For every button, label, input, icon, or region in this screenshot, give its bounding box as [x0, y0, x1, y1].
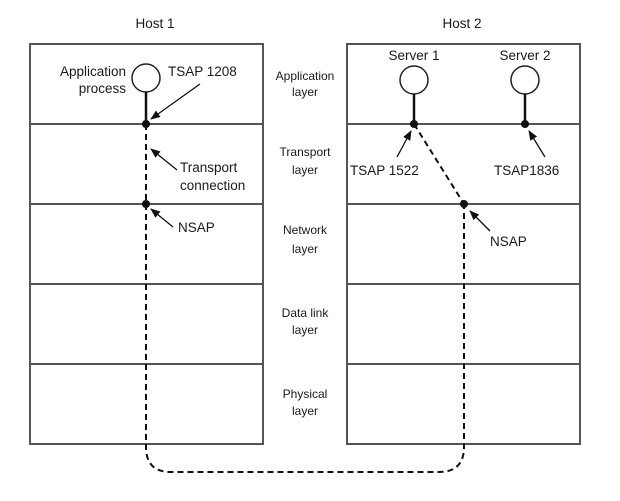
host2-tsap1-label: TSAP 1522	[350, 163, 419, 178]
host2-transport-dashed	[413, 123, 465, 205]
host1-tsap-label: TSAP 1208	[168, 64, 237, 79]
layer-label-transport-1: Transport	[280, 145, 332, 159]
layer-label-physical-1: Physical	[283, 387, 328, 401]
layer-label-network-1: Network	[283, 223, 328, 237]
host2-nsap-arrow	[469, 210, 491, 232]
host1-process-label-1: Application	[60, 64, 126, 79]
host2-tsap2-label: TSAP1836	[494, 163, 559, 178]
layer-label-network-2: layer	[292, 242, 318, 256]
server1-circle	[399, 65, 429, 95]
host1-tsap-arrow	[150, 83, 201, 120]
layer-label-application-2: layer	[292, 85, 318, 99]
server2-circle	[510, 65, 540, 95]
host1-process-label-2: process	[79, 81, 127, 96]
host2-title: Host 2	[442, 16, 481, 31]
layer-label-transport-2: layer	[292, 163, 318, 177]
server2-tsap-dot	[521, 120, 529, 128]
host2-tsap1-arrow	[396, 130, 412, 158]
layer-label-datalink-1: Data link	[282, 306, 330, 320]
layer-labels: Application layer Transport layer Networ…	[276, 69, 335, 418]
server1-label: Server 1	[388, 48, 439, 63]
host1-transport-label-1: Transport	[180, 160, 238, 175]
host1-transport-label-2: connection	[180, 178, 245, 193]
layer-label-datalink-2: layer	[292, 323, 318, 337]
layer-label-application-1: Application	[276, 69, 335, 83]
server2-label: Server 2	[499, 48, 550, 63]
host2-nsap-label: NSAP	[490, 234, 527, 249]
host1-nsap-arrow	[150, 208, 174, 228]
layer-label-physical-2: layer	[292, 404, 318, 418]
host1-title: Host 1	[135, 16, 174, 31]
host2-tsap2-arrow	[528, 130, 546, 158]
host1-process-circle	[131, 63, 161, 93]
network-connection-path	[145, 204, 465, 473]
host1-nsap-label: NSAP	[178, 220, 215, 235]
host1-transport-arrow	[150, 148, 178, 171]
